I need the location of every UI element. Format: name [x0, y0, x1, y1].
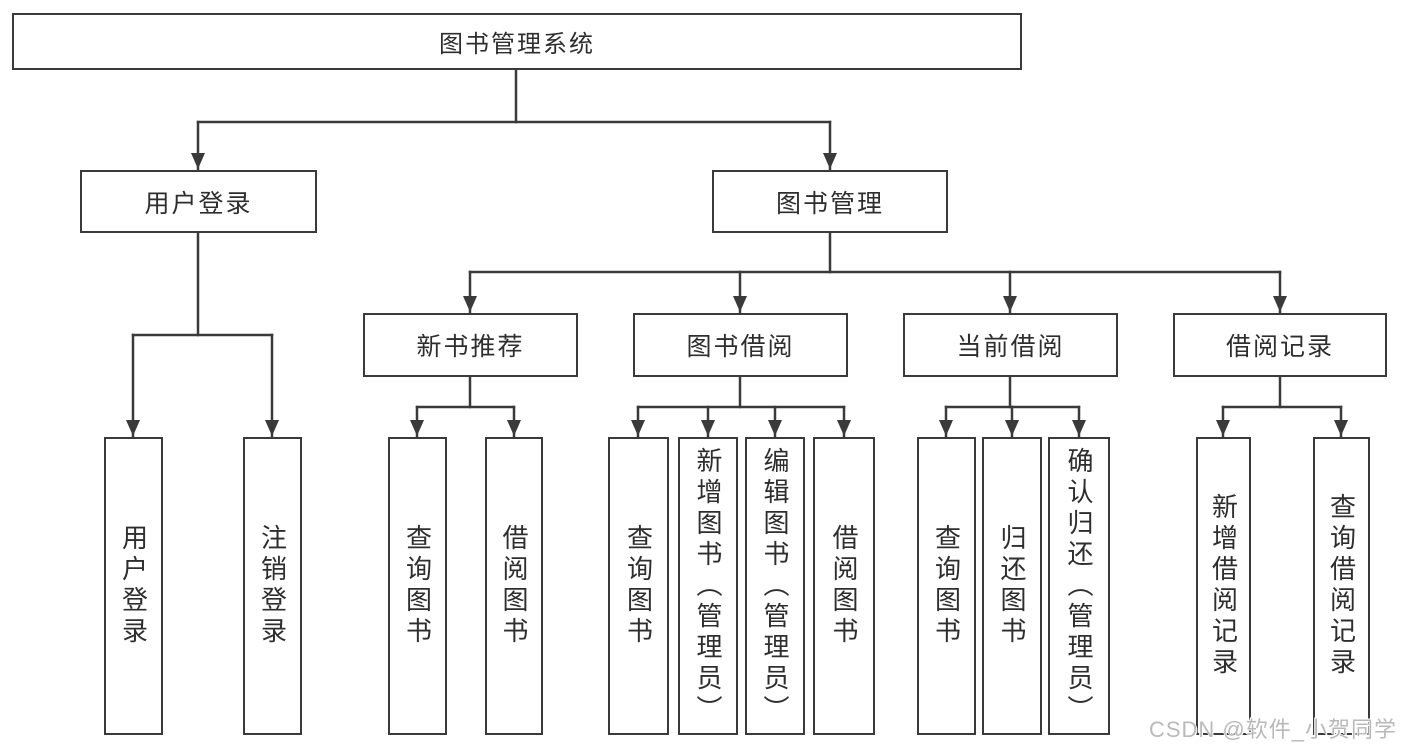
leaf-logout: 注销登录 — [243, 437, 302, 735]
node-borrowing-records: 借阅记录 — [1173, 313, 1387, 377]
node-user-login-label: 用户登录 — [144, 189, 253, 218]
leaf-borrow-books-1-label: 借阅图书 — [499, 524, 529, 648]
leaf-query-borrow-record: 查询借阅记录 — [1313, 437, 1370, 735]
leaf-query-books-3: 查询图书 — [917, 437, 976, 735]
node-book-management: 图书管理 — [712, 170, 948, 233]
leaf-user-login: 用户登录 — [104, 437, 163, 735]
leaf-confirm-return-admin: 确认归还（管理员） — [1048, 437, 1110, 735]
node-user-login: 用户登录 — [80, 170, 317, 233]
leaf-query-books-1-label: 查询图书 — [402, 524, 433, 648]
leaf-add-books-admin: 新增图书（管理员） — [678, 437, 738, 735]
leaf-confirm-return-admin-label: 确认归还（管理员） — [1064, 446, 1094, 726]
leaf-add-books-admin-label: 新增图书（管理员） — [693, 446, 723, 726]
leaf-borrow-books-2: 借阅图书 — [813, 437, 875, 735]
leaf-query-books-2: 查询图书 — [608, 437, 669, 735]
leaf-return-books: 归还图书 — [982, 437, 1042, 735]
leaf-edit-books-admin-label: 编辑图书（管理员） — [760, 446, 790, 726]
leaf-query-books-2-label: 查询图书 — [623, 524, 654, 648]
node-book-borrowing-label: 图书借阅 — [686, 333, 795, 361]
node-root-system: 图书管理系统 — [12, 13, 1022, 70]
leaf-logout-label: 注销登录 — [257, 524, 288, 648]
leaf-query-borrow-record-label: 查询借阅记录 — [1326, 493, 1357, 679]
node-book-borrowing: 图书借阅 — [633, 313, 848, 377]
leaf-edit-books-admin: 编辑图书（管理员） — [745, 437, 805, 735]
leaf-add-borrow-record-label: 新增借阅记录 — [1208, 493, 1239, 679]
node-root-label: 图书管理系统 — [439, 31, 595, 58]
node-current-borrowing: 当前借阅 — [903, 313, 1118, 377]
node-book-management-label: 图书管理 — [775, 189, 884, 218]
leaf-add-borrow-record: 新增借阅记录 — [1196, 437, 1251, 735]
csdn-watermark: CSDN @软件_小贺同学 — [1148, 717, 1397, 742]
node-new-book-recommend-label: 新书推荐 — [416, 333, 525, 361]
leaf-borrow-books-1: 借阅图书 — [485, 437, 543, 735]
node-borrowing-records-label: 借阅记录 — [1225, 333, 1334, 361]
leaf-borrow-books-2-label: 借阅图书 — [829, 524, 859, 648]
leaf-return-books-label: 归还图书 — [997, 524, 1027, 648]
leaf-query-books-1: 查询图书 — [388, 437, 447, 735]
leaf-user-login-label: 用户登录 — [118, 524, 149, 648]
node-current-borrowing-label: 当前借阅 — [956, 333, 1065, 361]
node-new-book-recommend: 新书推荐 — [363, 313, 578, 377]
leaf-query-books-3-label: 查询图书 — [931, 524, 962, 648]
